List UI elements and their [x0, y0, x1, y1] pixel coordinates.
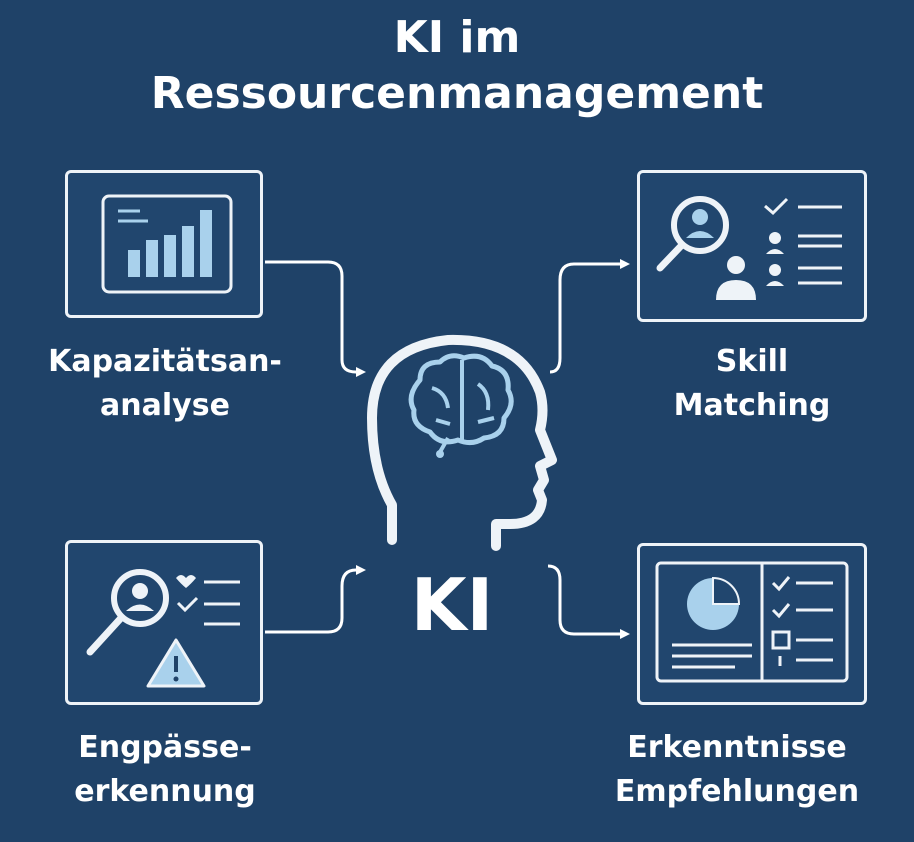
insights-label-line-1: Erkenntnisse	[627, 730, 847, 765]
arrow-bottleneck-to-ki	[265, 565, 366, 634]
skill-label-line-2: Matching	[673, 388, 831, 423]
skill-label-line-1: Skill	[715, 344, 789, 379]
brain-head-icon	[367, 334, 557, 551]
arrow-capacity-to-ki	[265, 260, 366, 377]
capacity-label-line-2: analyse	[100, 388, 230, 423]
bottleneck-label: Engpässe- erkennung	[40, 726, 290, 814]
arrow-ki-to-insights	[547, 564, 630, 639]
person-search-checklist-icon	[656, 196, 842, 300]
skill-label: Skill Matching	[637, 340, 867, 428]
insights-label-line-2: Empfehlungen	[614, 774, 860, 809]
bottleneck-label-line-2: erkennung	[74, 774, 256, 809]
capacity-label-line-1: Kapazitätsan-	[48, 344, 282, 379]
capacity-label: Kapazitätsan- analyse	[30, 340, 300, 428]
insights-label: Erkenntnisse Empfehlungen	[592, 726, 882, 814]
bar-chart-icon	[101, 194, 233, 294]
report-pie-icon	[655, 561, 849, 683]
page-title: KI im Ressourcenmanagement	[0, 10, 914, 122]
search-warning-icon	[86, 569, 240, 688]
arrow-ki-to-skill	[549, 259, 630, 374]
ki-label: KI	[410, 563, 494, 647]
title-line-1: KI im	[393, 12, 521, 63]
bottleneck-label-line-1: Engpässe-	[78, 730, 252, 765]
insights-card	[637, 543, 867, 705]
title-line-2: Ressourcenmanagement	[150, 68, 764, 119]
